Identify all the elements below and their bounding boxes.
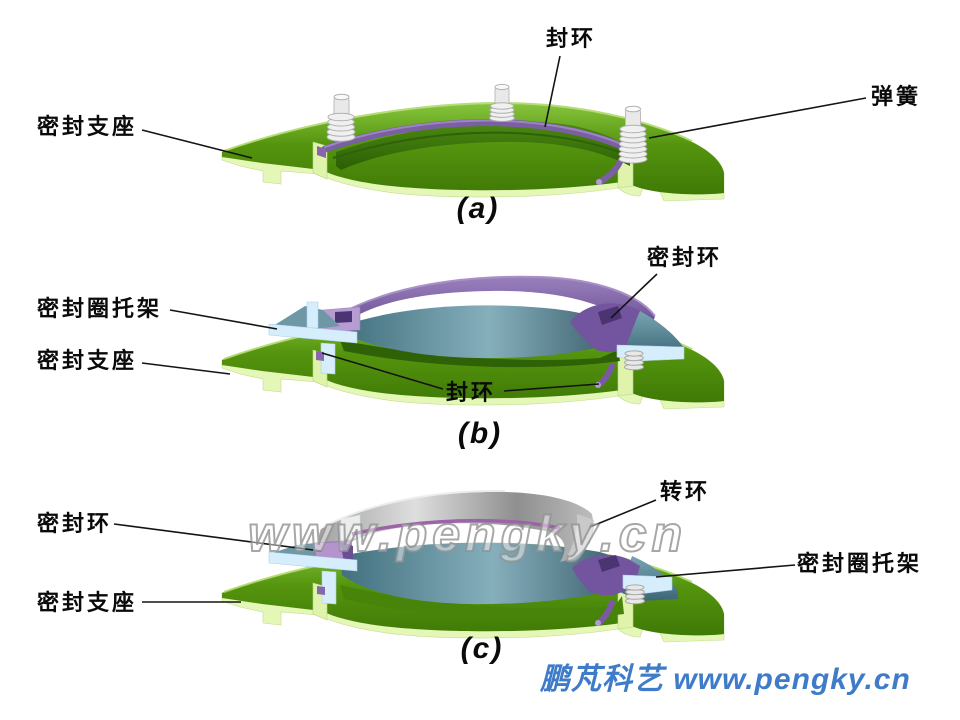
seal-groove-line-a: [332, 131, 625, 159]
caption-b: (b): [457, 417, 503, 450]
rotating-ring-highlight-c: [322, 489, 506, 528]
leader-b-seal-ring-top: [610, 273, 658, 319]
leader-c-seal-ring: [113, 523, 322, 552]
label-b-seal-ring: 封环: [446, 380, 497, 405]
rotating-ring-c: [318, 491, 594, 562]
seal-ring-arc-a: [321, 119, 630, 153]
leader-c-rotating-ring: [589, 499, 657, 528]
label-c-support: 密封支座: [37, 590, 138, 615]
panel-a-assembly: [221, 83, 725, 202]
seal-support-ring-a: [221, 102, 725, 202]
leader-b-seal-ring-right: [503, 383, 600, 392]
label-b-seal-ring-top: 密封环: [647, 245, 723, 270]
seal-ring-cut-slot-b: [335, 311, 352, 323]
label-c-carrier: 密封圈托架: [797, 551, 923, 576]
spring-right: [618, 105, 648, 164]
label-b-carrier: 密封圈托架: [37, 296, 163, 321]
seal-ring-left-block-side-c: [340, 541, 353, 562]
carrier-bowl-b: [342, 305, 636, 359]
leader-a-support: [141, 129, 253, 159]
seal-ring-band-highlight-b: [332, 275, 656, 319]
leader-a-spring: [648, 97, 867, 139]
seal-ring-tail-tip-c: [595, 620, 601, 626]
seal-ring-band-b: [333, 276, 655, 333]
leader-lines: [113, 55, 867, 603]
label-a-support: 密封支座: [37, 114, 138, 139]
label-c-seal-ring: 密封环: [37, 511, 113, 536]
spring-middle: [489, 83, 515, 122]
leader-a-seal-ring: [544, 55, 561, 128]
caption-a: (a): [456, 192, 500, 225]
caption-c: (c): [460, 632, 504, 665]
seal-ring-right-groove-c: [598, 555, 620, 572]
rotating-ring-cut-face-c: [566, 514, 594, 559]
seal-ring-arc-highlight-a: [324, 119, 627, 148]
panel-c-assembly: [221, 489, 725, 643]
support-inner-sliver-c: [340, 585, 624, 620]
seal-ring-edge-line-c: [351, 518, 561, 536]
leader-c-carrier: [655, 564, 796, 578]
seal-ring-tail-tip-a: [596, 179, 602, 185]
footer-brand-link[interactable]: 鹏芃科艺 www.pengky.cn: [540, 663, 911, 696]
watermark-text: www.pengky.cn: [247, 506, 688, 562]
label-b-support: 密封支座: [37, 348, 138, 373]
label-a-spring: 弹簧: [871, 84, 922, 109]
leader-b-seal-ring-left: [321, 352, 444, 390]
label-a-seal-ring: 封环: [546, 26, 597, 51]
support-inner-sliver-b: [340, 340, 620, 368]
leader-b-carrier: [169, 309, 278, 330]
spring-c: [625, 584, 645, 605]
seal-ring-cut-square-a: [317, 146, 326, 158]
carrier-top-wedge-b: [273, 306, 340, 331]
spring-b: [624, 350, 644, 371]
seal-ring-cut-square-c: [317, 586, 325, 595]
spring-left: [326, 93, 356, 142]
label-c-rotating-ring: 转环: [660, 479, 711, 504]
panel-b-assembly: [221, 275, 725, 410]
leader-b-support: [141, 362, 231, 375]
support-inner-face-a: [336, 121, 630, 170]
seal-ring-right-groove-b: [598, 306, 622, 325]
